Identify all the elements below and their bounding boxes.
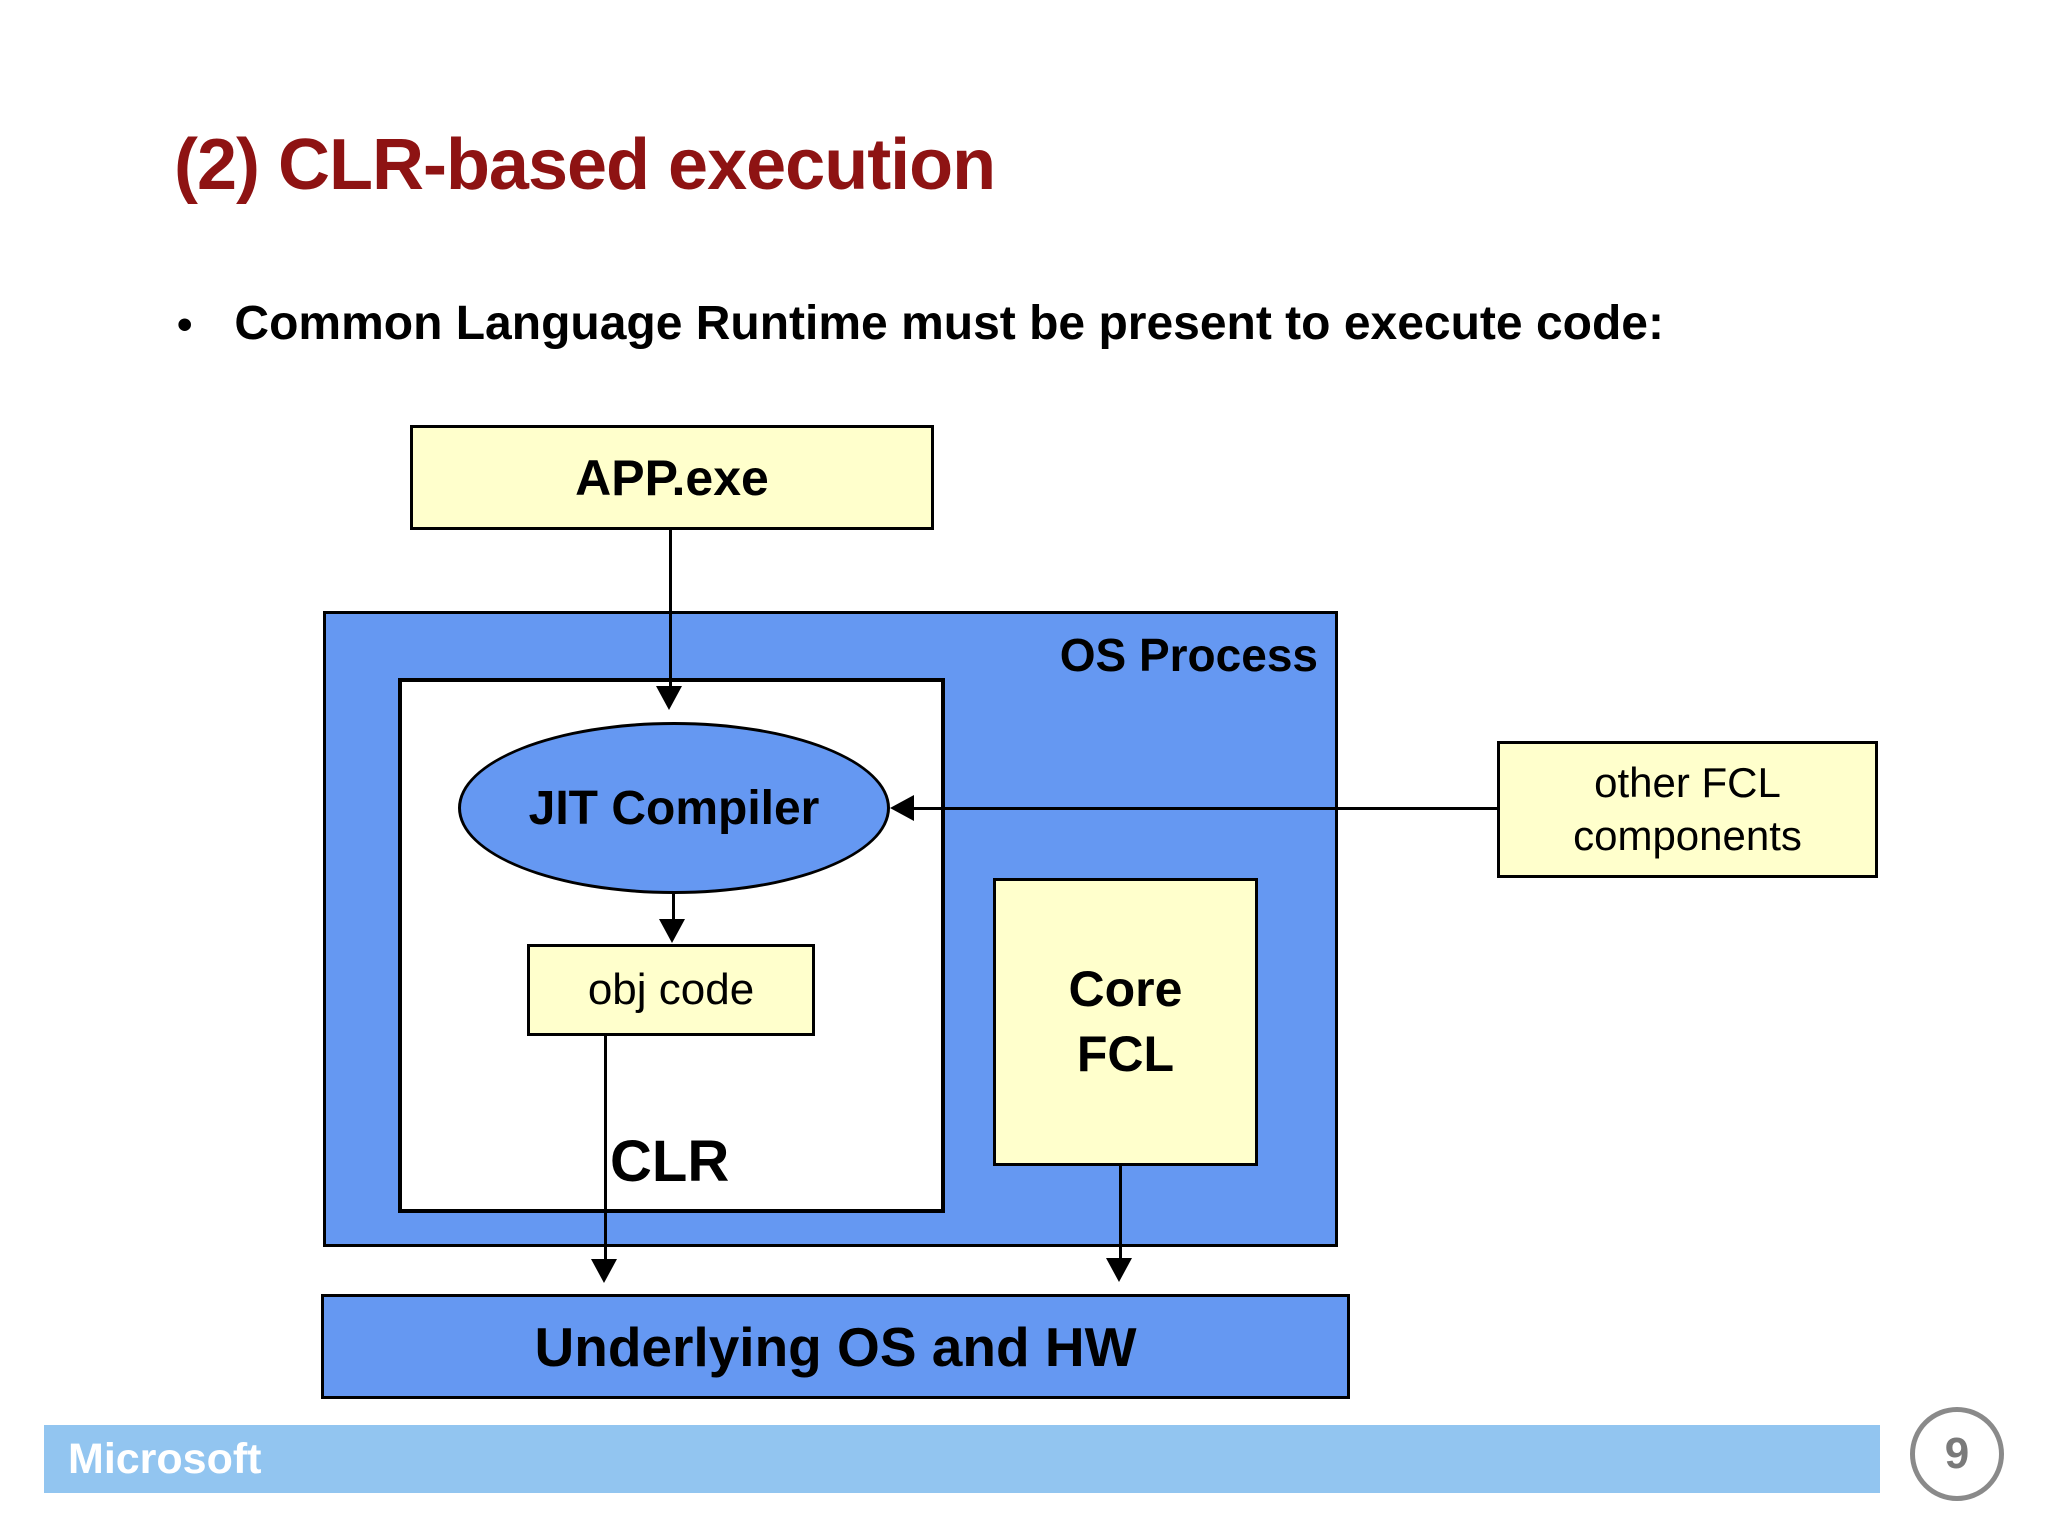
jit-compiler-label: JIT Compiler [528,781,820,835]
bullet-text: Common Language Runtime must be present … [234,297,1664,350]
microsoft-brand-label: Microsoft [68,1434,262,1483]
page-title: (2) CLR-based execution [174,125,996,205]
core-fcl-label-line1: Core [1068,961,1183,1017]
arrow-jit-to-objcode-line [672,892,675,921]
underlying-os-hw-bar: Underlying OS and HW [321,1294,1350,1399]
app-exe-label: APP.exe [575,449,769,506]
bullet-item: • Common Language Runtime must be presen… [177,296,1664,354]
arrow-otherfcl-to-jit-head [890,795,914,821]
os-process-label: OS Process [1059,629,1318,681]
other-fcl-label-line1: other FCL [1594,759,1781,806]
arrow-corefcl-to-os-line [1119,1166,1122,1260]
other-fcl-label-line2: components [1573,811,1802,859]
core-fcl-box: Core FCL [993,878,1258,1166]
page-number-badge: 9 [1910,1407,2004,1501]
arrow-app-to-jit-line [669,530,672,688]
obj-code-box: obj code [527,944,815,1036]
underlying-os-hw-label: Underlying OS and HW [534,1315,1137,1378]
arrow-objcode-to-os-line [604,1035,607,1261]
core-fcl-label-line2: FCL [1076,1026,1175,1082]
other-fcl-box: other FCL components [1497,741,1878,878]
arrow-corefcl-to-os-head [1106,1258,1132,1282]
arrow-app-to-jit-head [656,686,682,710]
obj-code-label: obj code [587,965,755,1014]
arrow-jit-to-objcode-head [659,919,685,943]
arrow-objcode-to-os-head [591,1259,617,1283]
footer-bar: Microsoft [44,1425,1880,1493]
clr-label: CLR [610,1129,730,1194]
app-exe-box: APP.exe [410,425,934,530]
page-number: 9 [1944,1429,1970,1478]
bullet-marker: • [177,300,193,349]
jit-compiler-ellipse: JIT Compiler [458,722,890,894]
arrow-otherfcl-to-jit-line [912,807,1497,810]
